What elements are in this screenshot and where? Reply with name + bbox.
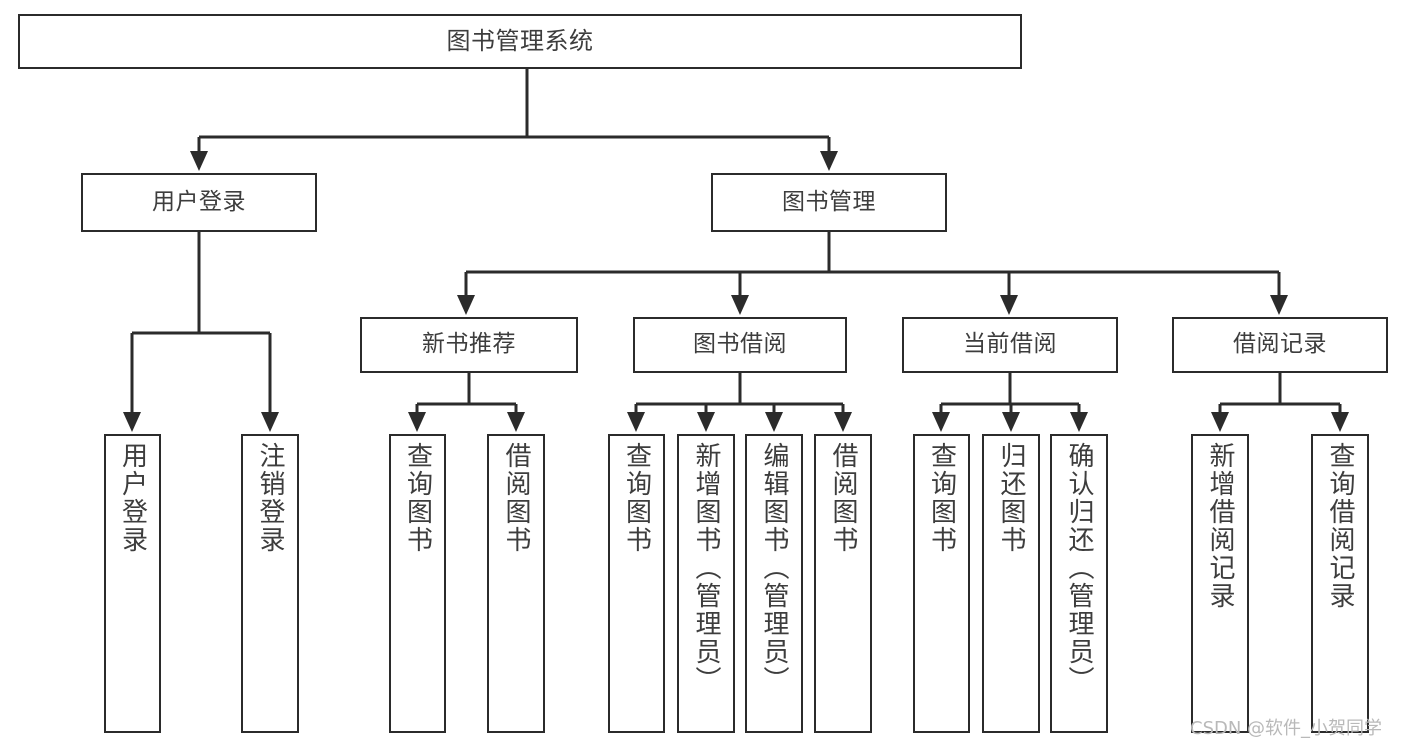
leaf-borrow-book-2[interactable]: 借阅图书 — [814, 434, 872, 733]
leaf-confirm-return-admin[interactable]: 确认归还（管理员） — [1050, 434, 1108, 733]
node-book-management-system[interactable]: 图书管理系统 — [18, 14, 1022, 69]
csdn-watermark: CSDN @软件_小贺同学 — [1190, 718, 1383, 739]
node-label: 归还图书 — [996, 442, 1026, 554]
leaf-logout[interactable]: 注销登录 — [241, 434, 299, 733]
node-book-management[interactable]: 图书管理 — [711, 173, 947, 232]
node-user-login[interactable]: 用户登录 — [81, 173, 317, 232]
leaf-edit-book-admin[interactable]: 编辑图书（管理员） — [745, 434, 803, 733]
node-new-book-recommendation[interactable]: 新书推荐 — [360, 317, 578, 373]
node-label: 图书管理 — [782, 188, 876, 215]
node-borrow-record[interactable]: 借阅记录 — [1172, 317, 1388, 373]
node-label: 借阅图书 — [501, 442, 531, 554]
leaf-return-book[interactable]: 归还图书 — [982, 434, 1040, 733]
node-label: 用户登录 — [117, 442, 148, 554]
leaf-user-login[interactable]: 用户登录 — [104, 434, 161, 733]
node-label: 借阅记录 — [1233, 331, 1327, 358]
leaf-query-book-1[interactable]: 查询图书 — [389, 434, 446, 733]
leaf-query-book-2[interactable]: 查询图书 — [608, 434, 665, 733]
node-label: 新增图书（管理员） — [691, 442, 721, 694]
node-label: 当前借阅 — [963, 331, 1057, 358]
node-label: 编辑图书（管理员） — [759, 442, 789, 694]
leaf-add-book-admin[interactable]: 新增图书（管理员） — [677, 434, 735, 733]
leaf-query-book-3[interactable]: 查询图书 — [913, 434, 970, 733]
node-label: 借阅图书 — [828, 442, 858, 554]
node-label: 查询借阅记录 — [1325, 442, 1355, 610]
node-current-borrow[interactable]: 当前借阅 — [902, 317, 1118, 373]
node-label: 新增借阅记录 — [1205, 442, 1235, 610]
node-label: 注销登录 — [255, 442, 285, 554]
node-label: 查询图书 — [926, 442, 957, 554]
leaf-add-borrow-record[interactable]: 新增借阅记录 — [1191, 434, 1249, 733]
node-label: 查询图书 — [402, 442, 433, 554]
node-label: 图书借阅 — [693, 331, 787, 358]
leaf-query-borrow-record[interactable]: 查询借阅记录 — [1311, 434, 1369, 733]
node-label: 查询图书 — [621, 442, 652, 554]
node-label: 图书管理系统 — [446, 27, 594, 56]
node-book-borrow[interactable]: 图书借阅 — [633, 317, 847, 373]
node-label: 新书推荐 — [422, 331, 516, 358]
node-label: 确认归还（管理员） — [1064, 442, 1094, 694]
leaf-borrow-book-1[interactable]: 借阅图书 — [487, 434, 545, 733]
node-label: 用户登录 — [152, 188, 246, 215]
